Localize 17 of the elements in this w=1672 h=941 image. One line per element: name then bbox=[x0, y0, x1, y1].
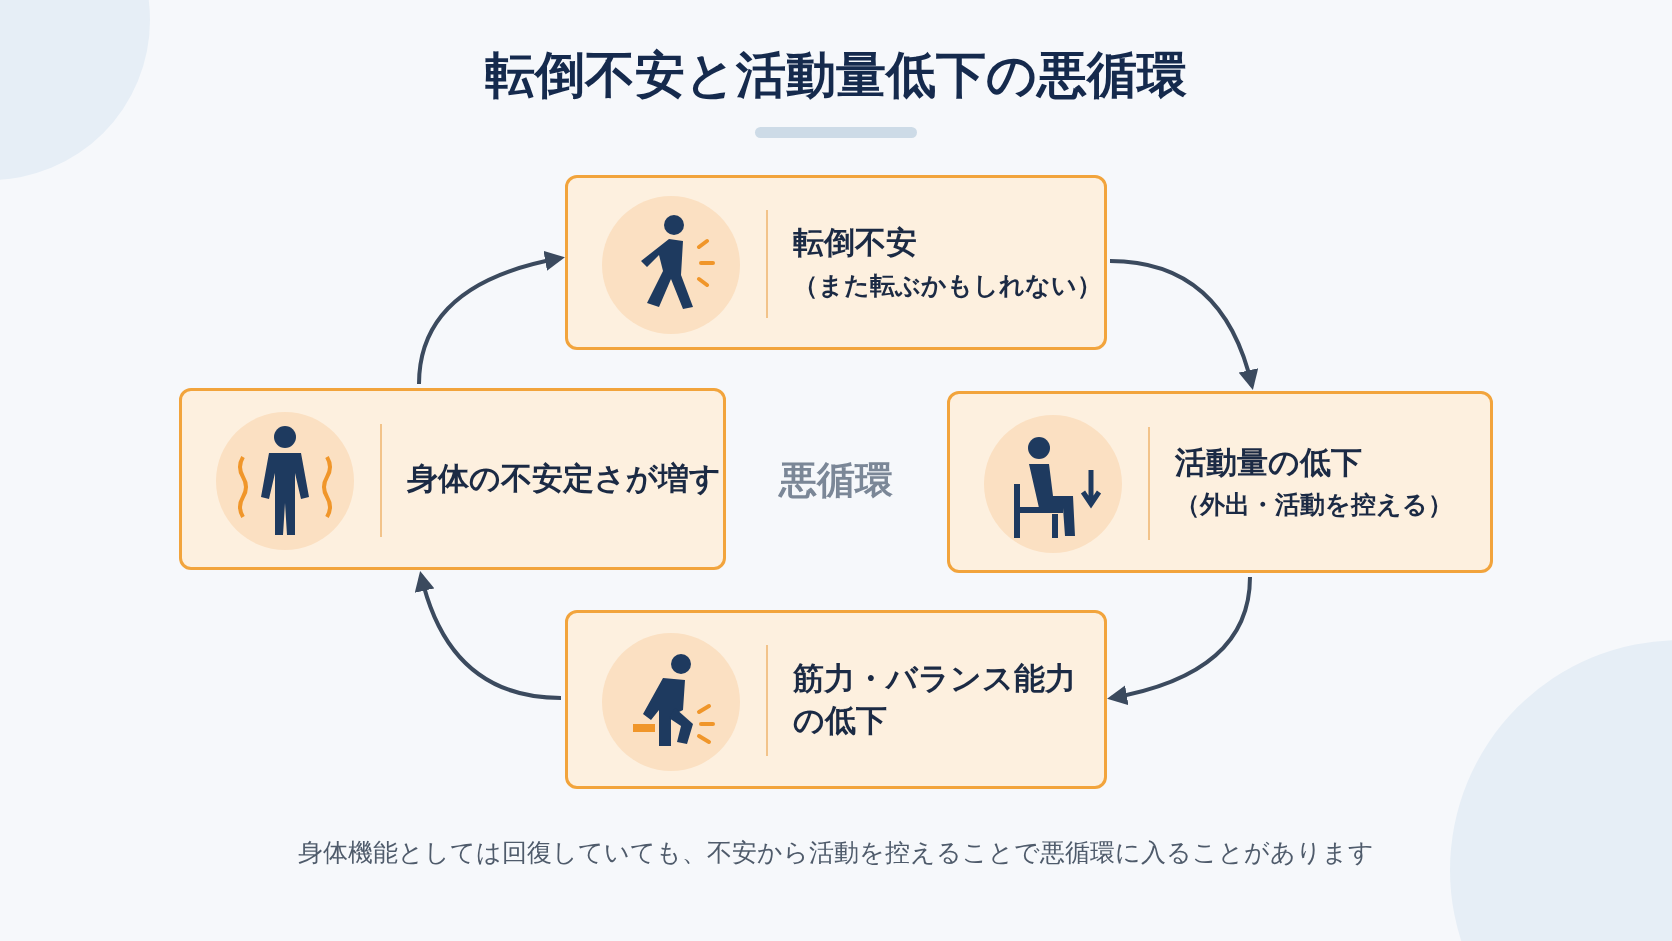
arrow bbox=[417, 251, 565, 385]
node-heading: 活動量の低下 bbox=[1175, 442, 1363, 482]
arrow bbox=[1109, 259, 1258, 390]
arrow bbox=[1107, 576, 1252, 705]
node-subtext: （外出・活動を控える） bbox=[1175, 489, 1454, 522]
process-box bbox=[179, 388, 726, 570]
node-heading: 筋力・バランス能力の低下 bbox=[793, 658, 1077, 740]
arrow bbox=[415, 571, 562, 700]
node-heading: 身体の不安定さが増す bbox=[407, 459, 722, 499]
title: 転倒不安と活動量低下の悪循環 bbox=[485, 46, 1187, 104]
process-box bbox=[565, 175, 1107, 350]
node-subtext: （また転ぶかもしれない） bbox=[793, 269, 1103, 302]
process-box bbox=[565, 610, 1107, 789]
node-heading: 転倒不安 bbox=[793, 223, 918, 263]
caption: 身体機能としては回復していても、不安から活動を控えることで悪循環に入ることがあります bbox=[298, 838, 1374, 867]
center-label: 悪循環 bbox=[779, 458, 893, 502]
process-box bbox=[947, 391, 1493, 573]
